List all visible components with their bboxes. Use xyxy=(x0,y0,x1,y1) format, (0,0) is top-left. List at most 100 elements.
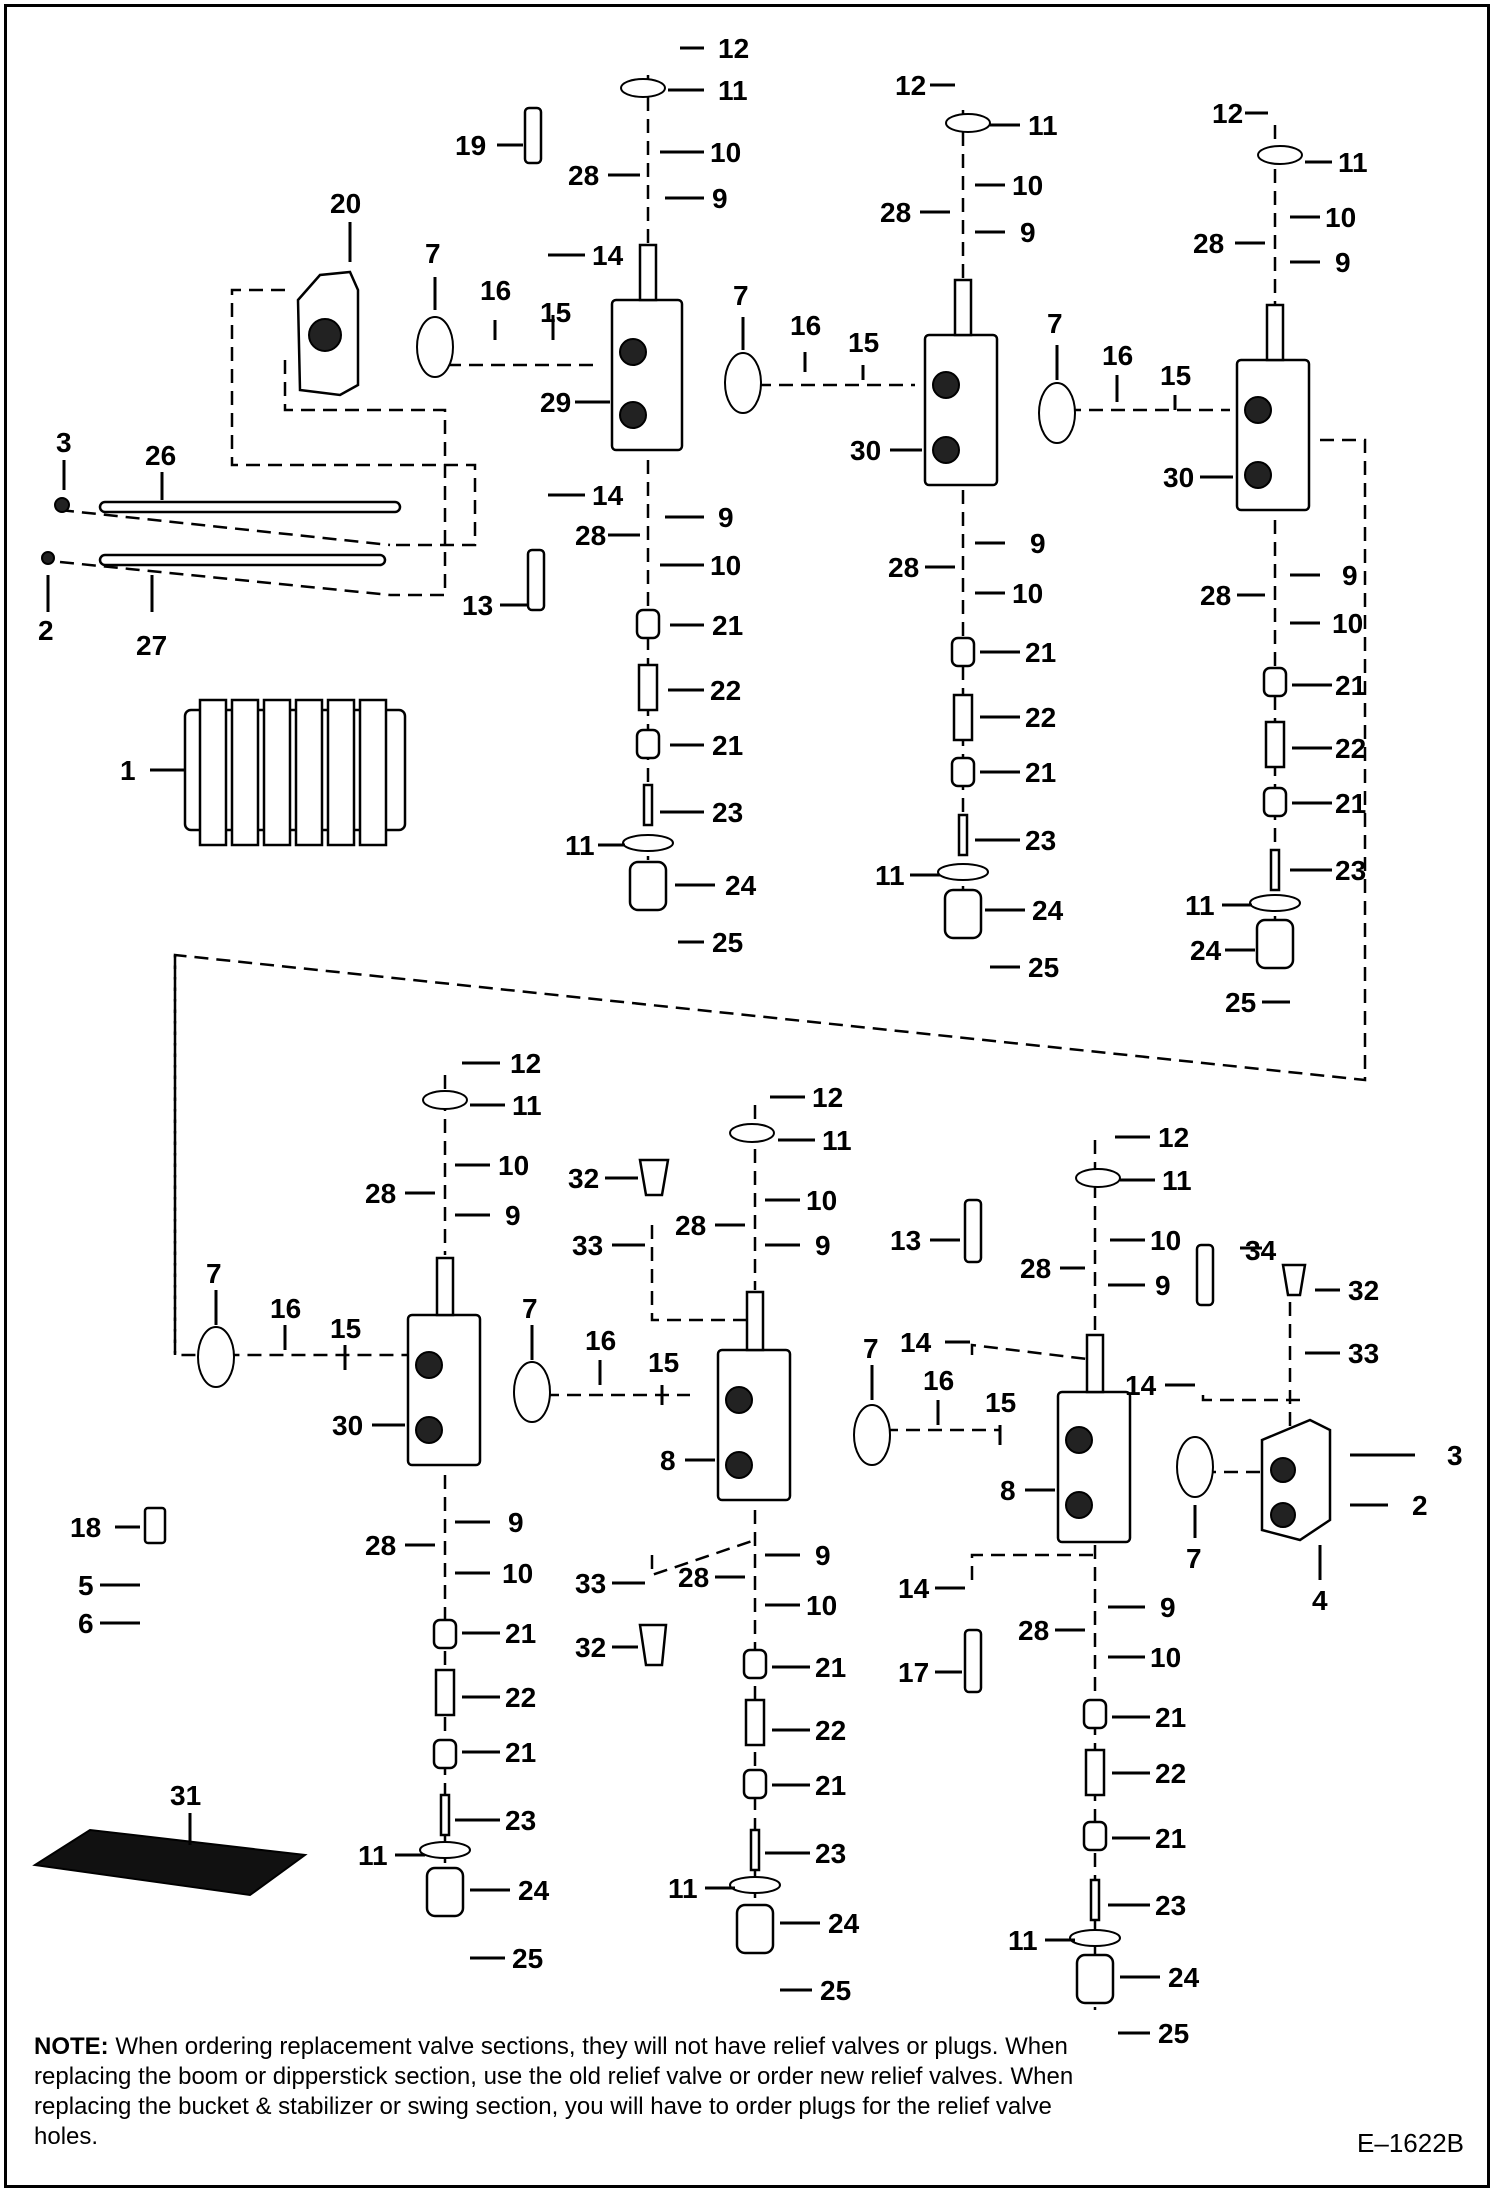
callout-27: 27 xyxy=(136,630,167,661)
callout-28: 28 xyxy=(678,1562,709,1593)
callout-15: 15 xyxy=(848,327,879,358)
plugs xyxy=(143,1158,1307,1667)
callout-15: 15 xyxy=(330,1313,361,1344)
relief-valves xyxy=(523,106,1215,1694)
callout-10: 10 xyxy=(1325,202,1356,233)
callout-28: 28 xyxy=(1200,580,1231,611)
callout-11: 11 xyxy=(718,75,748,106)
callout-9: 9 xyxy=(1155,1270,1171,1301)
callout-24: 24 xyxy=(518,1875,550,1906)
decal-31 xyxy=(32,1828,308,1897)
callout-28: 28 xyxy=(568,160,599,191)
callout-23: 23 xyxy=(815,1838,846,1869)
valve-assembly-1 xyxy=(183,698,407,847)
callout-16: 16 xyxy=(923,1365,954,1396)
callout-11: 11 xyxy=(1028,110,1058,141)
callout-10: 10 xyxy=(1150,1225,1181,1256)
callout-12: 12 xyxy=(1158,1122,1189,1153)
valve-section-30-lower-left xyxy=(406,1256,482,1467)
callout-1: 1 xyxy=(120,755,136,786)
callout-4: 4 xyxy=(1312,1585,1328,1616)
valve-section-8-right xyxy=(1056,1333,1132,1544)
callout-22: 22 xyxy=(1025,702,1056,733)
callout-3: 3 xyxy=(56,427,72,458)
callout-32: 32 xyxy=(1348,1275,1379,1306)
callout-16: 16 xyxy=(480,275,511,306)
callout-9: 9 xyxy=(815,1540,831,1571)
callout-12: 12 xyxy=(1212,98,1243,129)
callout-25: 25 xyxy=(820,1975,851,2006)
callout-21: 21 xyxy=(712,610,743,641)
callout-8: 8 xyxy=(1000,1475,1016,1506)
callout-14: 14 xyxy=(1125,1370,1157,1401)
callout-6: 6 xyxy=(78,1608,94,1639)
callout-28: 28 xyxy=(675,1210,706,1241)
callout-14: 14 xyxy=(592,240,624,271)
document-code: E–1622B xyxy=(1357,2128,1464,2158)
callout-10: 10 xyxy=(498,1150,529,1181)
callout-14: 14 xyxy=(898,1573,930,1604)
callout-9: 9 xyxy=(718,502,734,533)
callout-21: 21 xyxy=(1025,757,1056,788)
callout-22: 22 xyxy=(505,1682,536,1713)
callout-24: 24 xyxy=(725,870,757,901)
top-caps xyxy=(422,78,1303,1188)
callout-7: 7 xyxy=(522,1293,538,1324)
callout-21: 21 xyxy=(1025,637,1056,668)
callout-7: 7 xyxy=(1047,308,1063,339)
callout-7: 7 xyxy=(1186,1543,1202,1574)
callout-16: 16 xyxy=(1102,340,1133,371)
callout-29: 29 xyxy=(540,387,571,418)
note-text: When ordering replacement valve sections… xyxy=(34,2033,1074,2150)
callout-11: 11 xyxy=(822,1125,852,1156)
callout-11: 11 xyxy=(358,1840,388,1871)
callout-15: 15 xyxy=(540,297,571,328)
callout-30: 30 xyxy=(850,435,881,466)
callout-23: 23 xyxy=(1335,855,1366,886)
valve-section-30-upper-right xyxy=(1235,303,1311,512)
callout-leaders xyxy=(46,46,1415,2035)
callout-23: 23 xyxy=(505,1805,536,1836)
callout-10: 10 xyxy=(1012,170,1043,201)
callout-16: 16 xyxy=(790,310,821,341)
callout-12: 12 xyxy=(510,1048,541,1079)
callout-11: 11 xyxy=(668,1873,698,1904)
callout-9: 9 xyxy=(1342,560,1358,591)
callout-9: 9 xyxy=(1020,217,1036,248)
callout-32: 32 xyxy=(568,1163,599,1194)
callout-28: 28 xyxy=(365,1178,396,1209)
callout-22: 22 xyxy=(710,675,741,706)
valve-section-30-upper-middle xyxy=(923,278,999,487)
callout-10: 10 xyxy=(1150,1642,1181,1673)
o-rings-7 xyxy=(197,316,1214,1498)
callout-23: 23 xyxy=(1025,825,1056,856)
callout-34: 34 xyxy=(1245,1235,1277,1266)
callout-2: 2 xyxy=(1412,1490,1428,1521)
callout-30: 30 xyxy=(332,1410,363,1441)
callout-17: 17 xyxy=(898,1657,929,1688)
callout-11: 11 xyxy=(1185,890,1215,921)
callout-24: 24 xyxy=(1190,935,1222,966)
callout-32: 32 xyxy=(575,1632,606,1663)
callout-25: 25 xyxy=(1225,987,1256,1018)
callout-11: 11 xyxy=(1162,1165,1192,1196)
callout-10: 10 xyxy=(1332,608,1363,639)
callout-21: 21 xyxy=(1335,788,1366,819)
callout-18: 18 xyxy=(70,1512,101,1543)
callout-22: 22 xyxy=(1155,1758,1186,1789)
callout-9: 9 xyxy=(1160,1592,1176,1623)
callout-28: 28 xyxy=(575,520,606,551)
callout-24: 24 xyxy=(1032,895,1064,926)
callout-9: 9 xyxy=(508,1507,524,1538)
callout-21: 21 xyxy=(1155,1702,1186,1733)
callout-11: 11 xyxy=(1008,1925,1038,1956)
callout-21: 21 xyxy=(712,730,743,761)
spool-components xyxy=(419,608,1301,2005)
callout-23: 23 xyxy=(1155,1890,1186,1921)
callout-11: 11 xyxy=(565,830,595,861)
callout-19: 19 xyxy=(455,130,486,161)
callout-9: 9 xyxy=(1030,528,1046,559)
callout-12: 12 xyxy=(718,33,749,64)
callout-10: 10 xyxy=(502,1558,533,1589)
